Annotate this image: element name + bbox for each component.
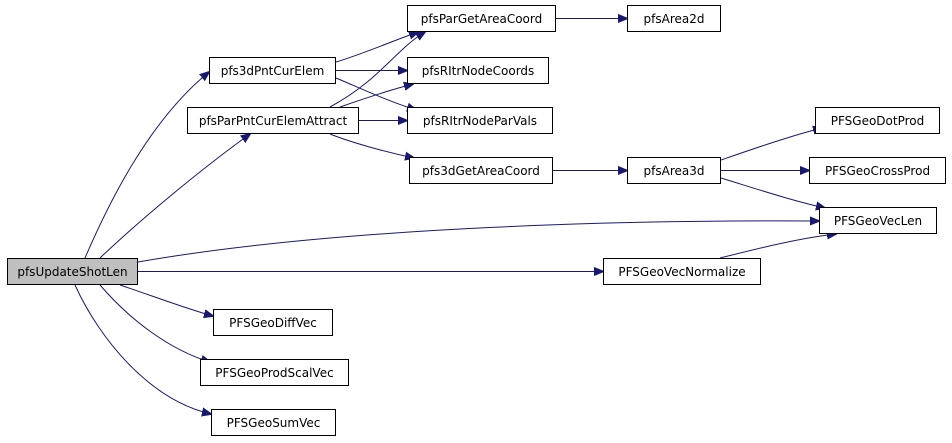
node-pfsArea3d[interactable]: pfsArea3d — [627, 157, 721, 184]
edge-PFSGeoVecNormalize-to-PFSGeoVecLen — [719, 234, 836, 259]
node-PFSGeoSumVec[interactable]: PFSGeoSumVec — [211, 409, 336, 436]
node-PFSGeoVecNormalize[interactable]: PFSGeoVecNormalize — [603, 258, 761, 285]
node-pfsParGetAreaCoord[interactable]: pfsParGetAreaCoord — [407, 5, 556, 32]
edge-pfsUpdateShotLen-to-pfs3dPntCurElem — [84, 72, 209, 259]
edge-pfsParPntCurElemAttract-to-pfs3dGetAreaCoord — [329, 133, 414, 158]
node-pfs3dPntCurElem[interactable]: pfs3dPntCurElem — [209, 57, 336, 84]
edge-pfsArea3d-to-PFSGeoVecLen — [720, 177, 825, 208]
edge-pfsUpdateShotLen-to-PFSGeoSumVec — [74, 284, 211, 414]
edge-pfs3dPntCurElem-to-pfsRItrNodeParVals — [335, 77, 416, 110]
node-pfsParPntCurElemAttract[interactable]: pfsParPntCurElemAttract — [187, 107, 359, 134]
edge-pfsParPntCurElemAttract-to-pfsRItrNodeCoords — [339, 84, 413, 108]
node-PFSGeoDotProd[interactable]: PFSGeoDotProd — [815, 107, 940, 134]
node-pfsRItrNodeCoords[interactable]: pfsRItrNodeCoords — [407, 57, 549, 84]
edge-pfsUpdateShotLen-to-pfsParPntCurElemAttract — [99, 134, 250, 259]
node-PFSGeoVecLen[interactable]: PFSGeoVecLen — [819, 207, 937, 234]
edge-pfs3dPntCurElem-to-pfsParGetAreaCoord — [335, 32, 418, 63]
node-pfsArea2d[interactable]: pfsArea2d — [627, 5, 721, 32]
edge-pfsParPntCurElemAttract-to-pfsParGetAreaCoord — [329, 32, 425, 108]
node-PFSGeoCrossProd[interactable]: PFSGeoCrossProd — [809, 157, 946, 184]
edge-pfsUpdateShotLen-to-PFSGeoDiffVec — [119, 284, 213, 316]
node-pfsRItrNodeParVals[interactable]: pfsRItrNodeParVals — [407, 107, 553, 134]
node-PFSGeoProdScalVec[interactable]: PFSGeoProdScalVec — [200, 359, 349, 386]
node-PFSGeoDiffVec[interactable]: PFSGeoDiffVec — [213, 309, 333, 336]
edge-pfsArea3d-to-PFSGeoDotProd — [720, 128, 822, 161]
edge-pfsUpdateShotLen-to-PFSGeoProdScalVec — [99, 284, 210, 362]
edge-pfsUpdateShotLen-to-PFSGeoVecLen — [137, 221, 819, 263]
node-pfs3dGetAreaCoord[interactable]: pfs3dGetAreaCoord — [409, 157, 553, 184]
node-pfsUpdateShotLen[interactable]: pfsUpdateShotLen — [7, 258, 138, 285]
